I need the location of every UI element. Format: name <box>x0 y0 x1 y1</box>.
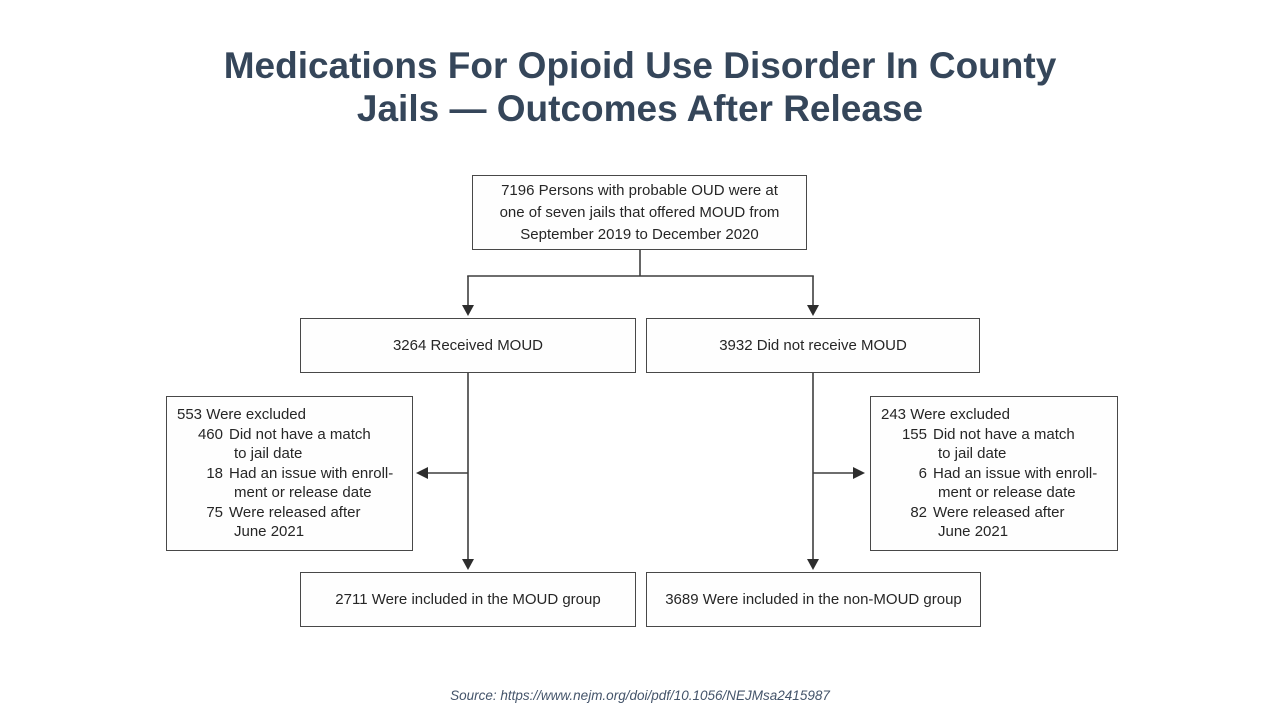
box-text-line: September 2019 to December 2020 <box>520 225 759 243</box>
excluded-item-line: to jail date <box>938 445 1007 462</box>
box-label: 2711 Were included in the MOUD group <box>335 590 601 608</box>
box-total-population: 7196 Persons with probable OUD were at o… <box>472 175 807 250</box>
excluded-item-text: Were released after June 2021 <box>229 503 360 542</box>
excluded-content: 553 Were excluded 460 Did not have a mat… <box>167 397 412 548</box>
box-label: 3264 Received MOUD <box>392 336 544 354</box>
arrowhead-excl-left <box>416 467 428 479</box>
excluded-item-text: Were released after June 2021 <box>933 503 1064 542</box>
excluded-item-line: Were released after <box>229 503 361 521</box>
arrowhead-drop-left <box>462 305 474 316</box>
box-included-non-moud-group: 3689 Were included in the non-MOUD group <box>646 572 981 627</box>
excluded-item-line: June 2021 <box>938 523 1009 540</box>
excluded-header: 553 Were excluded <box>177 406 306 423</box>
excluded-item: 155 Did not have a match to jail date <box>881 425 1111 464</box>
box-label: 3932 Did not receive MOUD <box>719 336 907 354</box>
excluded-item-line: to jail date <box>234 445 303 462</box>
excluded-item-line: June 2021 <box>234 523 305 540</box>
excluded-item-number: 155 <box>901 425 927 443</box>
page-title-line-2: Jails — Outcomes After Release <box>356 88 924 130</box>
page-title-line-1: Medications For Opioid Use Disorder In C… <box>223 45 1057 86</box>
arrowhead-chain-right <box>807 559 819 570</box>
excluded-item-line: Were released after <box>933 503 1065 521</box>
arrowhead-chain-left <box>462 559 474 570</box>
excluded-item: 6 Had an issue with enroll- ment or rele… <box>881 464 1111 503</box>
box-text-line: one of seven jails that offered MOUD fro… <box>499 203 780 221</box>
excluded-item-text: Did not have a match to jail date <box>229 425 371 464</box>
excluded-content: 243 Were excluded 155 Did not have a mat… <box>871 397 1117 548</box>
box-not-received-moud: 3932 Did not receive MOUD <box>646 318 980 373</box>
excluded-item-number: 18 <box>206 464 223 482</box>
excluded-item: 82 Were released after June 2021 <box>881 503 1111 542</box>
excluded-header: 243 Were excluded <box>881 406 1010 423</box>
excluded-item-number: 75 <box>206 503 223 521</box>
excluded-item: 75 Were released after June 2021 <box>177 503 406 542</box>
page-title: Medications For Opioid Use Disorder In C… <box>0 44 1280 131</box>
excluded-item-text: Did not have a match to jail date <box>933 425 1075 464</box>
arrowhead-drop-right <box>807 305 819 316</box>
excluded-item-text: Had an issue with enroll- ment or releas… <box>933 464 1097 503</box>
excluded-item-line: Had an issue with enroll- <box>933 464 1098 482</box>
box-label: 3689 Were included in the non-MOUD group <box>665 590 962 608</box>
excluded-item-line: Did not have a match <box>229 425 371 443</box>
excluded-item-number: 460 <box>197 425 223 443</box>
arrowhead-excl-right <box>853 467 865 479</box>
excluded-item-number: 82 <box>910 503 927 521</box>
box-included-moud-group: 2711 Were included in the MOUD group <box>300 572 636 627</box>
box-text-line: 7196 Persons with probable OUD were at <box>501 181 778 199</box>
box-received-moud: 3264 Received MOUD <box>300 318 636 373</box>
excluded-item: 460 Did not have a match to jail date <box>177 425 406 464</box>
excluded-item-line: Did not have a match <box>933 425 1075 443</box>
excluded-item-line: ment or release date <box>234 484 372 501</box>
excluded-item-line: ment or release date <box>938 484 1076 501</box>
box-excluded-moud: 553 Were excluded 460 Did not have a mat… <box>166 396 413 551</box>
excluded-item: 18 Had an issue with enroll- ment or rel… <box>177 464 406 503</box>
excluded-item-line: Had an issue with enroll- <box>229 464 394 482</box>
excluded-item-text: Had an issue with enroll- ment or releas… <box>229 464 393 503</box>
source-citation: Source: https://www.nejm.org/doi/pdf/10.… <box>450 688 830 703</box>
box-excluded-non-moud: 243 Were excluded 155 Did not have a mat… <box>870 396 1118 551</box>
excluded-item-number: 6 <box>918 464 927 482</box>
